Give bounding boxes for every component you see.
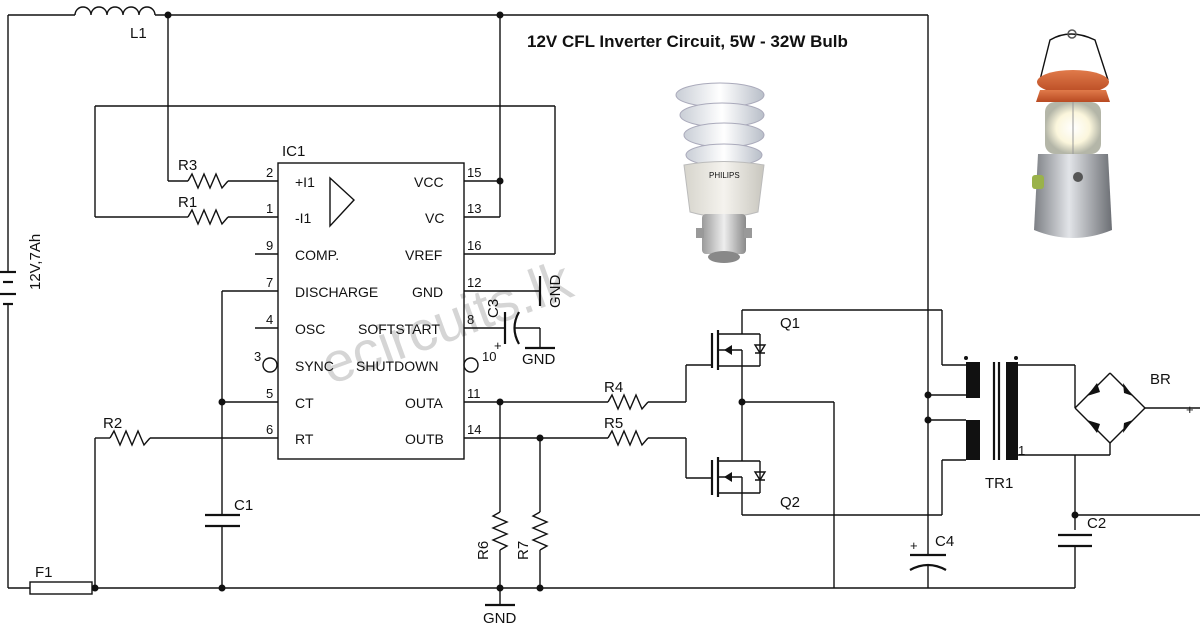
pin-num-8: 8 xyxy=(467,312,474,327)
battery-rail xyxy=(0,15,30,589)
resistor-r1-label: R1 xyxy=(178,194,197,211)
transformer-pin-1: 1 xyxy=(1018,443,1025,458)
fuse-label: F1 xyxy=(35,564,53,581)
resistor-r2-label: R2 xyxy=(103,415,122,432)
resistor-r3-label: R3 xyxy=(178,157,197,174)
pin-label-osc: OSC xyxy=(295,321,325,337)
gnd-label-bottom: GND xyxy=(483,610,517,627)
pin-label-shutdown: SHUTDOWN xyxy=(356,358,438,374)
pin-num-10: 10 xyxy=(482,349,496,364)
pin-num-12: 12 xyxy=(467,275,481,290)
resistor-r6-label: R6 xyxy=(475,541,492,560)
pin-label-comp: COMP. xyxy=(295,247,339,263)
pin-num-11: 11 xyxy=(467,386,481,401)
resistor-r4-label: R4 xyxy=(604,379,623,396)
resistor-r1 xyxy=(180,208,229,226)
pin-label-outa: OUTA xyxy=(405,395,444,411)
resistor-r7-label: R7 xyxy=(515,541,532,560)
capacitor-c2-label: C2 xyxy=(1087,515,1106,532)
capacitor-c3 xyxy=(503,311,555,350)
pin-num-7: 7 xyxy=(266,275,273,290)
watermark-text: ecircuits.lk xyxy=(313,247,581,396)
pin-num-14: 14 xyxy=(467,422,481,437)
lantern-image xyxy=(1032,29,1112,238)
pin-label-vc: VC xyxy=(425,210,444,226)
gnd-label-pin12: GND xyxy=(547,275,564,309)
fuse-f1 xyxy=(29,581,1075,595)
pin-label-sync: SYNC xyxy=(295,358,334,374)
capacitor-c4 xyxy=(909,420,947,588)
resistors-r6-r7 xyxy=(485,398,549,607)
resistor-r2 xyxy=(94,429,151,588)
pin-num-15: 15 xyxy=(467,165,481,180)
resistor-r5-label: R5 xyxy=(604,415,623,432)
cfl-bulb-image: PHILIPS xyxy=(675,82,765,263)
pin-num-9: 9 xyxy=(266,238,273,253)
mosfet-q1-label: Q1 xyxy=(780,315,800,332)
pin-label-discharge: DISCHARGE xyxy=(295,284,378,300)
circuit-title: 12V CFL Inverter Circuit, 5W - 32W Bulb xyxy=(527,32,848,51)
c3-plus-sign: + xyxy=(494,338,502,353)
capacitor-c4-label: C4 xyxy=(935,533,954,550)
gnd-label-c3: GND xyxy=(522,351,556,368)
ic1-body xyxy=(277,162,465,460)
capacitor-c1 xyxy=(205,291,240,588)
resistor-r4 xyxy=(607,364,712,411)
inductor-l1-label: L1 xyxy=(130,25,147,42)
pin-label-plus-i1: +I1 xyxy=(295,174,315,190)
pin-label-gnd: GND xyxy=(412,284,443,300)
vcc-connection xyxy=(496,15,504,217)
bulb-brand-text: PHILIPS xyxy=(709,171,740,180)
ic-left-pins xyxy=(150,180,278,439)
transformer-label: TR1 xyxy=(985,475,1013,492)
resistor-r3 xyxy=(167,15,229,190)
pin-label-rt: RT xyxy=(295,431,314,447)
c4-plus-sign: + xyxy=(910,538,918,553)
pin-num-16: 16 xyxy=(467,238,481,253)
pin-num-13: 13 xyxy=(467,201,481,216)
bridge-label: BR xyxy=(1150,371,1171,388)
pin-label-softstart: SOFTSTART xyxy=(358,321,440,337)
comparator-symbol xyxy=(329,176,355,228)
pin-label-outb: OUTB xyxy=(405,431,444,447)
ic1-label: IC1 xyxy=(282,143,305,160)
resistor-r5 xyxy=(607,429,712,479)
capacitor-c3-label: C3 xyxy=(485,299,502,318)
pin-num-5: 5 xyxy=(266,386,273,401)
pin-label-vref: VREF xyxy=(405,247,442,263)
pin-num-6: 6 xyxy=(266,422,273,437)
bridge-rectifier-br xyxy=(1071,365,1200,530)
vref-feedback-loop xyxy=(94,105,556,254)
pin-num-4: 4 xyxy=(266,312,273,327)
mosfet-q2-label: Q2 xyxy=(780,494,800,511)
ic-right-pins xyxy=(463,180,608,439)
capacitor-c1-label: C1 xyxy=(234,497,253,514)
battery-label: 12V,7Ah xyxy=(27,234,44,290)
pin-num-1: 1 xyxy=(266,201,273,216)
transformer-tr1 xyxy=(924,310,1075,515)
output-plus-sign: + xyxy=(1186,402,1194,417)
mosfet-q2 xyxy=(710,398,942,588)
pin-label-vcc: VCC xyxy=(414,174,444,190)
pin-num-3: 3 xyxy=(254,349,261,364)
pin-label-ct: CT xyxy=(295,395,314,411)
capacitor-c2 xyxy=(1058,533,1092,588)
pin-label-minus-i1: -I1 xyxy=(295,210,312,226)
pin-num-2: 2 xyxy=(266,165,273,180)
top-rail xyxy=(8,6,929,395)
mosfet-q1 xyxy=(710,309,942,402)
